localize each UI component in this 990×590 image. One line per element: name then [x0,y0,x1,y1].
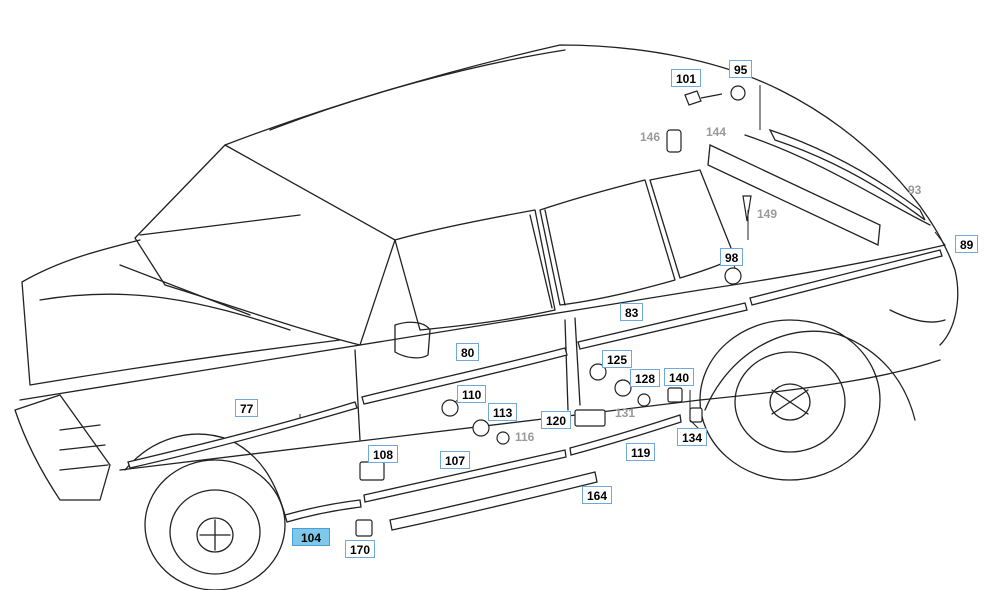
part-callout-120[interactable]: 120 [541,411,572,429]
part-callout-89[interactable]: 89 [955,235,979,253]
rear-wheel-arch [704,330,916,421]
car-roof-rail [269,49,566,131]
clip-140 [667,387,683,403]
clip-170 [355,519,373,537]
clip-108 [359,461,385,481]
clip-95 [730,85,746,101]
trim-strip-107 [363,449,567,503]
trim-strip-80 [361,347,568,405]
clip-128 [614,379,632,397]
trim-strip-119 [569,414,682,456]
ghost-label-146: 146 [640,130,661,144]
trim-strip-89 [749,249,943,306]
cap-146 [666,129,682,153]
ghost-label-144: 144 [706,125,727,139]
clip-134 [689,407,703,423]
part-callout-101[interactable]: 101 [671,69,702,87]
side-window-front [394,209,556,331]
part-callout-108[interactable]: 108 [368,445,399,463]
part-callout-107[interactable]: 107 [440,451,471,469]
clip-120 [574,409,606,427]
side-window-rear [539,179,676,306]
side-mirror [394,321,431,359]
part-callout-170[interactable]: 170 [345,540,376,558]
clip-110 [441,399,459,417]
front-wheel [144,459,286,590]
part-callout-140[interactable]: 140 [664,368,695,386]
ghost-label-131: 131 [615,406,636,420]
part-callout-164[interactable]: 164 [582,486,613,504]
ghost-label-116: 116 [515,430,535,444]
trim-strip-77 [127,401,358,469]
part-callout-134[interactable]: 134 [677,428,708,446]
clip-125 [589,363,607,381]
part-callout-77[interactable]: 77 [235,399,259,417]
clip-113 [472,419,490,437]
bracket-144 [707,144,881,246]
screw-149 [742,195,752,222]
roof-trim-93 [768,128,926,221]
ring-116 [496,431,510,445]
part-callout-128[interactable]: 128 [630,369,661,387]
part-callout-98[interactable]: 98 [720,248,744,266]
screw-101 [684,90,723,106]
part-callout-110[interactable]: 110 [457,385,487,403]
part-callout-104[interactable]: 104 [292,528,330,546]
part-callout-113[interactable]: 113 [488,403,518,421]
clip-98 [724,267,742,285]
rear-wheel [699,319,881,481]
part-callout-80[interactable]: 80 [456,343,480,361]
trim-strip-104 [284,499,362,523]
part-callout-125[interactable]: 125 [602,350,633,368]
front-bumper [14,394,111,501]
part-callout-83[interactable]: 83 [620,303,644,321]
ghost-label-93: 93 [908,183,922,197]
trim-strip-164 [389,471,598,531]
part-callout-95[interactable]: 95 [729,60,753,78]
ghost-label-149: 149 [757,207,778,221]
hood [21,239,341,386]
windshield [134,144,396,346]
part-callout-119[interactable]: 119 [626,443,656,461]
rear-quarter [779,89,959,346]
ring-131 [637,393,651,407]
trim-strip-83 [577,302,748,350]
body-beltline [19,244,946,401]
